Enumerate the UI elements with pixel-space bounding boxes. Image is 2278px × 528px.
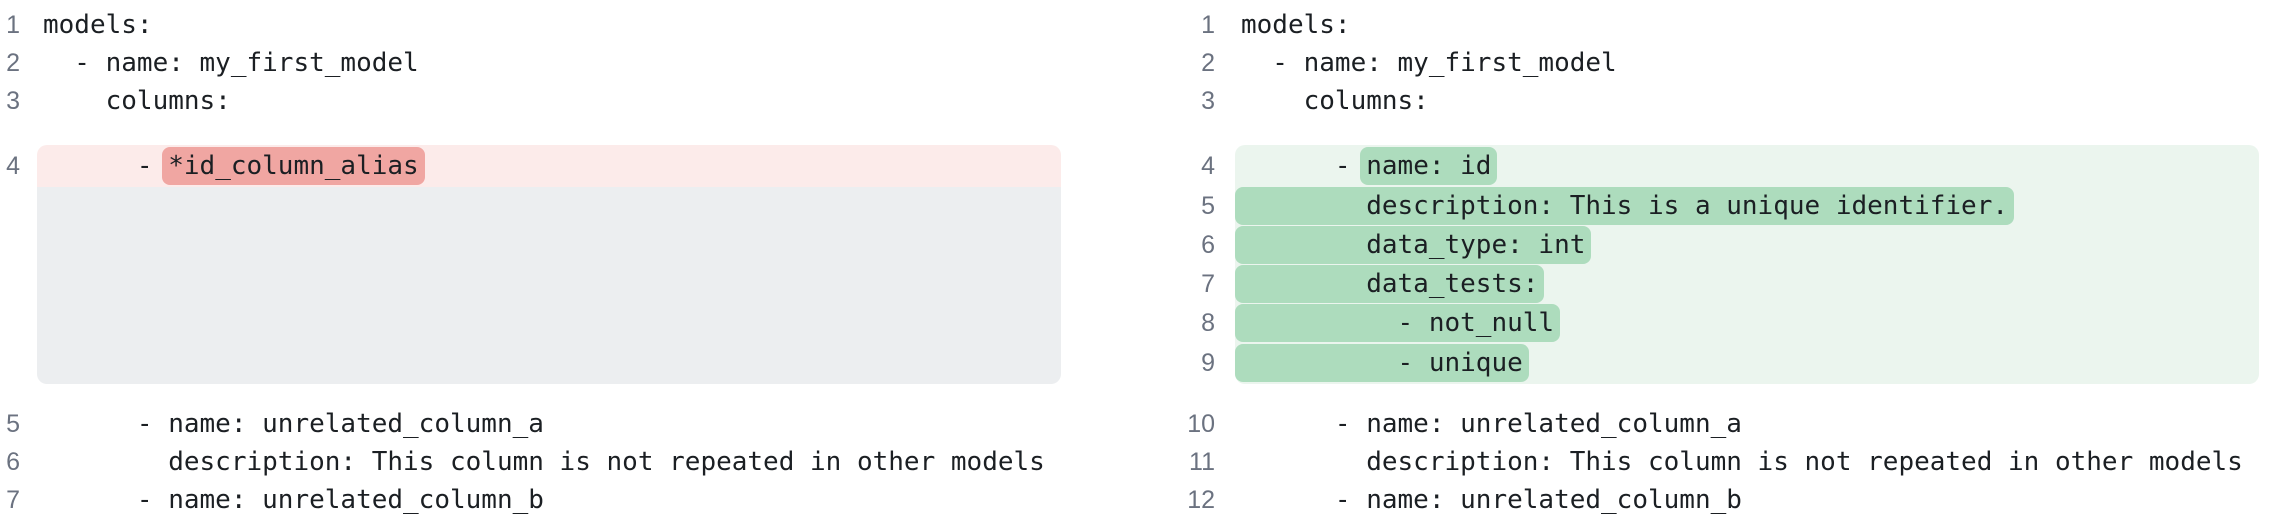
line-number: 3 bbox=[6, 86, 20, 115]
line-number: 1 bbox=[1201, 10, 1215, 39]
removed-code-line: 4 - *id_column_alias bbox=[0, 145, 1139, 187]
line-number: 9 bbox=[1201, 349, 1215, 377]
code-text: - unique bbox=[1235, 343, 2259, 384]
code-text: columns: bbox=[43, 86, 231, 116]
diff-left-panel: 1 models: 2 - name: my_first_model 3 col… bbox=[0, 6, 1139, 519]
code-line: 12 - name: unrelated_column_b bbox=[1139, 481, 2278, 519]
added-token-highlight: name: id bbox=[1360, 147, 1498, 185]
line-number: 6 bbox=[1201, 231, 1215, 259]
code-line: 1 models: bbox=[0, 6, 1139, 44]
added-token-highlight: - unique bbox=[1235, 344, 1529, 382]
code-text: data_type: int bbox=[1235, 226, 2259, 265]
code-prefix: - bbox=[1241, 151, 1367, 181]
code-text: description: This is a unique identifier… bbox=[1235, 187, 2259, 226]
code-text: models: bbox=[43, 10, 153, 40]
added-token-highlight: data_type: int bbox=[1235, 226, 1592, 264]
code-line: 3 columns: bbox=[0, 82, 1139, 120]
line-number: 10 bbox=[1187, 409, 1215, 438]
code-text: data_tests: bbox=[1235, 265, 2259, 304]
line-number: 12 bbox=[1187, 485, 1215, 514]
line-number: 6 bbox=[6, 447, 20, 476]
code-text: - name: unrelated_column_a bbox=[1241, 409, 1742, 439]
line-number: 2 bbox=[6, 48, 20, 77]
code-line: 2 - name: my_first_model bbox=[0, 44, 1139, 82]
line-number: 8 bbox=[1201, 309, 1215, 337]
code-text: - name: unrelated_column_b bbox=[43, 485, 544, 515]
code-line: 11 description: This column is not repea… bbox=[1139, 443, 2278, 481]
removed-token-highlight: *id_column_alias bbox=[162, 147, 425, 185]
alignment-spacer-row bbox=[0, 187, 1139, 384]
added-code-line: 5 description: This is a unique identifi… bbox=[1139, 187, 2278, 226]
line-number: 5 bbox=[6, 409, 20, 438]
line-number: 7 bbox=[1201, 270, 1215, 298]
line-number: 4 bbox=[1201, 151, 1215, 180]
code-line: 5 - name: unrelated_column_a bbox=[0, 405, 1139, 443]
line-number: 4 bbox=[6, 151, 20, 180]
line-number: 1 bbox=[6, 10, 20, 39]
code-text: models: bbox=[1241, 10, 1351, 40]
code-text: - not_null bbox=[1235, 304, 2259, 343]
added-code-line: 6 data_type: int bbox=[1139, 226, 2278, 265]
line-number: 2 bbox=[1201, 48, 1215, 77]
code-line: 7 - name: unrelated_column_b bbox=[0, 481, 1139, 519]
collapsed-lines-placeholder bbox=[37, 187, 1061, 384]
added-code-line: 7 data_tests: bbox=[1139, 265, 2278, 304]
code-prefix: - bbox=[43, 151, 169, 181]
added-code-line: 9 - unique bbox=[1139, 343, 2278, 384]
code-line: 3 columns: bbox=[1139, 82, 2278, 120]
code-text: - name: my_first_model bbox=[1241, 48, 1617, 78]
added-token-highlight: - not_null bbox=[1235, 304, 1561, 342]
line-number: 7 bbox=[6, 485, 20, 514]
code-text: - name: id bbox=[1235, 145, 2259, 187]
code-text: description: This column is not repeated… bbox=[43, 447, 1045, 477]
line-number: 3 bbox=[1201, 86, 1215, 115]
added-code-line: 8 - not_null bbox=[1139, 304, 2278, 343]
added-token-highlight: description: This is a unique identifier… bbox=[1235, 187, 2015, 225]
added-token-highlight: data_tests: bbox=[1235, 265, 1545, 303]
code-text: description: This column is not repeated… bbox=[1241, 447, 2243, 477]
code-text: - name: unrelated_column_a bbox=[43, 409, 544, 439]
code-line: 10 - name: unrelated_column_a bbox=[1139, 405, 2278, 443]
code-line: 2 - name: my_first_model bbox=[1139, 44, 2278, 82]
code-line: 6 description: This column is not repeat… bbox=[0, 443, 1139, 481]
code-text: columns: bbox=[1241, 86, 1429, 116]
line-number: 5 bbox=[1201, 192, 1215, 220]
code-text: - name: unrelated_column_b bbox=[1241, 485, 1742, 515]
code-text: - name: my_first_model bbox=[43, 48, 419, 78]
added-code-line: 4 - name: id bbox=[1139, 145, 2278, 187]
line-number: 11 bbox=[1189, 447, 1215, 476]
diff-right-panel: 1 models: 2 - name: my_first_model 3 col… bbox=[1139, 6, 2278, 519]
code-line: 1 models: bbox=[1139, 6, 2278, 44]
code-text: - *id_column_alias bbox=[37, 145, 1061, 187]
